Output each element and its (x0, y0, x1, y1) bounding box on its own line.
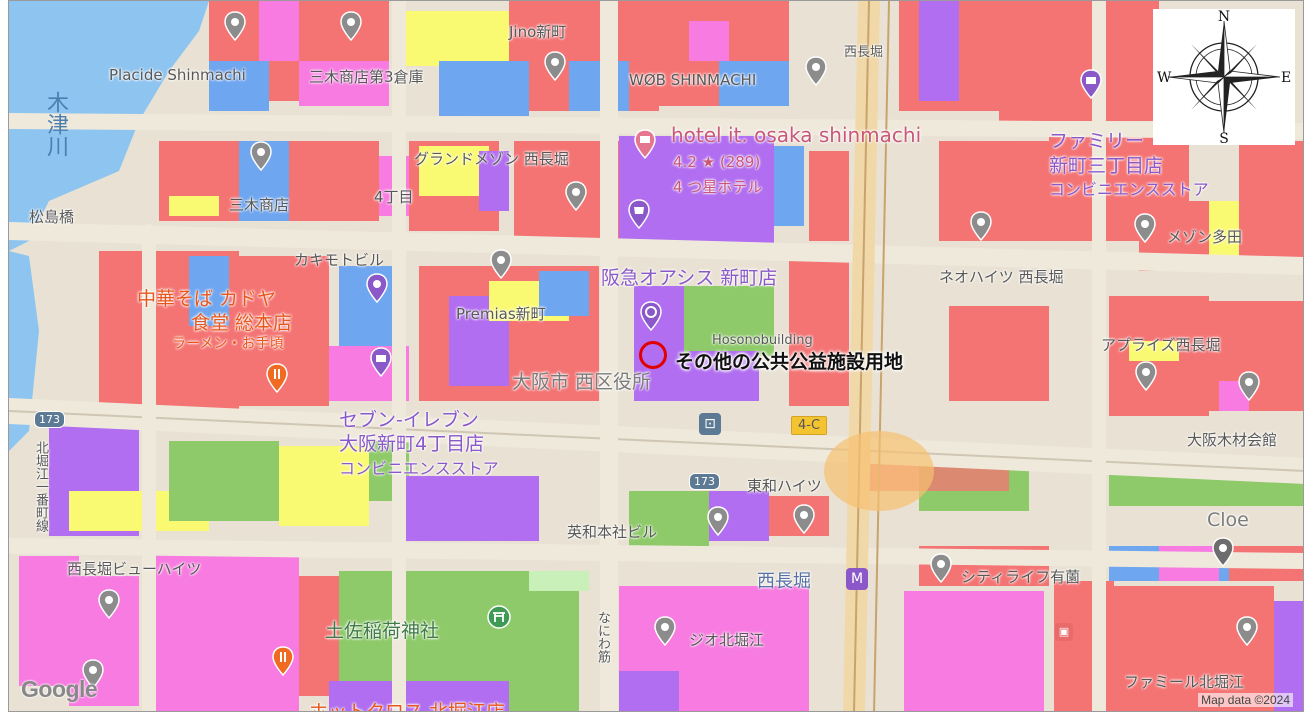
map-data-attribution[interactable]: Map data ©2024 (1198, 693, 1293, 707)
label-cloe: Cloe (1207, 509, 1249, 531)
map-pin-icon[interactable] (1237, 371, 1261, 401)
shrine-pin-icon[interactable] (487, 605, 511, 635)
label-chuka-2: 食堂 総本店 (191, 312, 293, 334)
map-pin-icon[interactable] (223, 11, 247, 41)
map-pin-icon[interactable] (249, 141, 273, 171)
label-miki-warehouse: 三木商店第3倉庫 (309, 68, 424, 86)
map-pin-icon[interactable] (339, 11, 363, 41)
label-hotel-rating: 4.2 ★ (289) (673, 153, 761, 171)
label-chuka-3: ラーメン・お手頃 (172, 336, 284, 352)
compass-icon: N S W E (1157, 9, 1291, 147)
label-station[interactable]: 西長堀 (757, 571, 811, 592)
hotel-pin-icon[interactable] (633, 129, 657, 159)
label-seven-3: コンビニエンスストア (339, 459, 499, 478)
shopping-pin-icon[interactable] (627, 199, 651, 229)
map-pin-icon[interactable] (1133, 213, 1157, 243)
label-premias: Premias新町 (456, 305, 546, 323)
map-pin-icon[interactable] (969, 211, 993, 241)
map-pin-icon[interactable] (706, 506, 730, 536)
map-pin-icon[interactable] (1211, 537, 1235, 567)
map-pin-icon[interactable] (792, 504, 816, 534)
label-tosa: 土佐稲荷神社 (325, 620, 440, 642)
map-pin-icon[interactable] (1134, 361, 1158, 391)
label-hankyu: 阪急オアシス 新町店 (601, 267, 778, 289)
label-aprise: アプライズ西長堀 (1101, 336, 1221, 354)
shopping-pin-icon[interactable] (365, 273, 389, 303)
compass-rose: N S W E (1153, 9, 1295, 147)
restaurant-pin-icon[interactable] (265, 363, 289, 393)
route-shield-173-a: 173 (34, 411, 65, 428)
metro-icon[interactable]: M (846, 568, 868, 590)
map-pin-icon[interactable] (81, 659, 105, 689)
label-hotel-name: hotel it. osaka shinmachi (671, 123, 922, 147)
zoning-overlay (9, 1, 1303, 711)
post-office-icon[interactable]: ▣ (1055, 623, 1073, 641)
label-kakimoto: カキモトビル (294, 251, 385, 269)
label-neo-heights: ネオハイツ 西長堀 (939, 268, 1064, 286)
label-jio: ジオ北堀江 (689, 631, 765, 649)
label-miki-shop: 三木商店 (229, 196, 290, 214)
restaurant-pin-icon[interactable] (271, 646, 295, 676)
label-jino: Jino新町 (509, 23, 567, 41)
map-pin-icon[interactable] (543, 51, 567, 81)
station-area (824, 431, 934, 511)
label-famil-horie: ファミール北堀江 (1124, 673, 1245, 691)
map-pin-icon[interactable] (97, 589, 121, 619)
route-shield-173-b: 173 (689, 473, 720, 490)
label-river: 木津川 (43, 91, 68, 157)
label-hot-cross: ホットクロス 北堀江店 (309, 701, 506, 712)
label-naniwa: なにわ筋 (595, 611, 610, 663)
map-pin-icon[interactable] (1235, 616, 1259, 646)
label-eiwa: 英和本社ビル (567, 523, 658, 541)
label-family-mart-3: コンビニエンスストア (1049, 180, 1209, 199)
map-view[interactable]: Placide Shinmachi 三木商店第3倉庫 Jino新町 WØB SH… (8, 0, 1304, 712)
convenience-store-pin-icon[interactable] (369, 347, 393, 377)
label-seven-1: セブン-イレブン (339, 409, 479, 431)
google-logo: Google (21, 676, 98, 702)
label-matsushima: 松島橋 (29, 208, 75, 226)
government-pin-icon[interactable] (639, 301, 663, 331)
compass-west: W (1157, 70, 1172, 86)
label-family-mart-2: 新町三丁目店 (1049, 155, 1164, 177)
label-grand-maison: グランドメゾン 西長堀 (414, 150, 569, 168)
label-maison-tada: メゾン多田 (1167, 228, 1243, 246)
bus-stop-icon[interactable]: ⊡ (699, 413, 721, 435)
label-chuka-1: 中華そば カドヤ (137, 288, 277, 310)
compass-east: E (1281, 70, 1291, 86)
roads (9, 1, 1303, 711)
selected-location-label: その他の公共公益施設用地 (675, 351, 904, 373)
map-pin-icon[interactable] (489, 249, 513, 279)
label-towa: 東和ハイツ (747, 477, 822, 495)
label-hotel-type: 4 つ星ホテル (673, 178, 763, 196)
compass-north: N (1218, 9, 1230, 25)
selected-location-marker[interactable] (639, 341, 667, 369)
label-hosono: Hosonobuilding (712, 333, 813, 348)
label-kitae-horie: 北堀江一番町線 (33, 441, 48, 532)
label-city-life: シティライフ有薗 (961, 568, 1081, 586)
compass-south: S (1219, 131, 1229, 145)
map-pin-icon[interactable] (929, 553, 953, 583)
label-exit: 4-C (791, 416, 828, 435)
label-ward-office: 大阪市 西区役所 (512, 371, 652, 393)
label-nishinagahori-top: 西長堀 (844, 45, 884, 60)
convenience-store-pin-icon[interactable] (1079, 69, 1103, 99)
label-chome4: 4丁目 (374, 188, 414, 206)
label-placide: Placide Shinmachi (109, 66, 246, 84)
map-pin-icon[interactable] (804, 56, 828, 86)
label-seven-2: 大阪新町4丁目店 (339, 433, 485, 455)
label-lumber: 大阪木材会館 (1187, 431, 1278, 449)
label-wob: WØB SHINMACHI (629, 71, 757, 89)
label-nishinagahori-heights: 西長堀ビューハイツ (67, 560, 202, 578)
map-pin-icon[interactable] (564, 181, 588, 211)
label-family-mart-1: ファミリー (1049, 130, 1145, 152)
map-pin-icon[interactable] (653, 616, 677, 646)
